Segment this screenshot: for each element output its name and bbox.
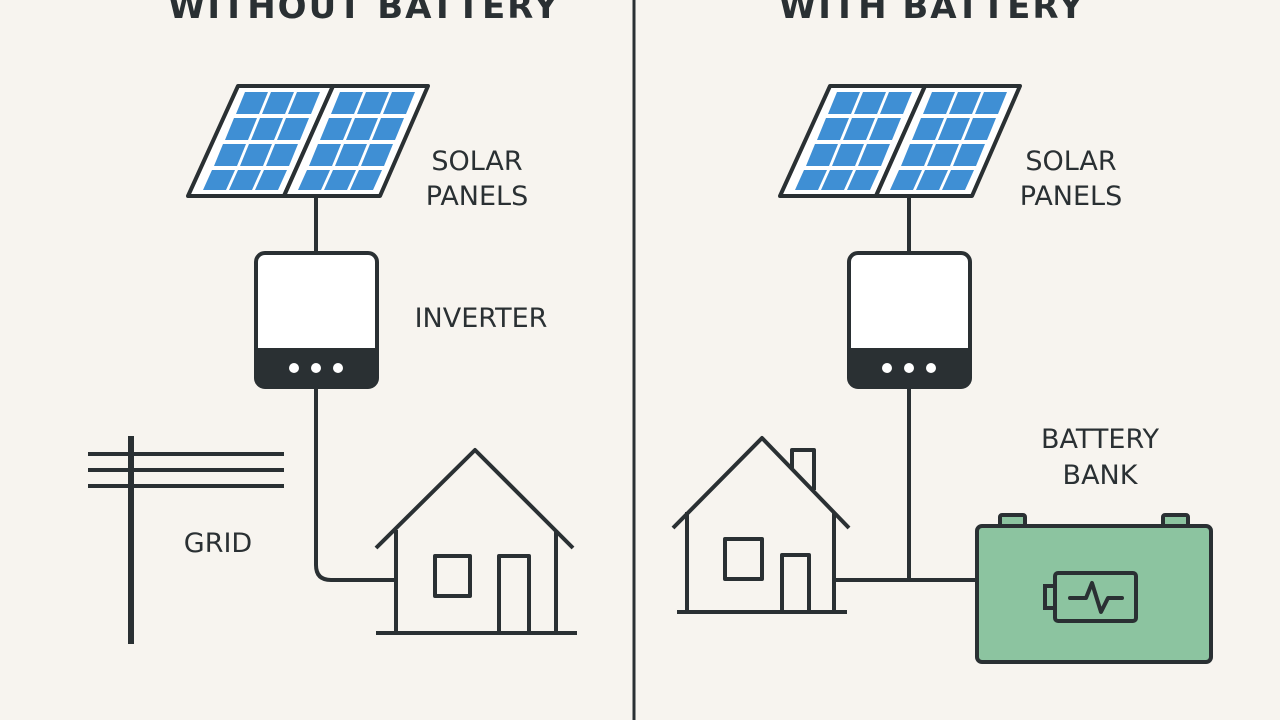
house-icon [671, 436, 851, 614]
wire-inverter-house [314, 387, 394, 582]
left-solar-label-line2: PANELS [426, 181, 528, 212]
inverter-icon [847, 251, 972, 389]
right-panel: WITH BATTERY [671, 0, 1213, 664]
right-solar-label-line2: PANELS [1020, 181, 1122, 212]
right-title: WITH BATTERY [779, 0, 1086, 27]
solar-panel-icon [778, 84, 1022, 198]
battery-icon [975, 513, 1213, 664]
charge-indicator-icon [1043, 571, 1138, 623]
inverter-icon [254, 251, 379, 389]
left-panel: WITHOUT BATTERY [88, 0, 577, 644]
right-solar-label-line1: SOLAR [1025, 146, 1116, 177]
left-solar-label-line1: SOLAR [431, 146, 522, 177]
battery-label-line2: BANK [1063, 460, 1139, 491]
power-pole-icon [88, 436, 284, 644]
left-title: WITHOUT BATTERY [168, 0, 560, 27]
grid-label: GRID [184, 528, 252, 559]
inverter-label: INVERTER [415, 303, 548, 334]
house-icon [374, 448, 577, 635]
battery-label-line1: BATTERY [1041, 424, 1160, 455]
solar-panel-icon [186, 84, 430, 198]
